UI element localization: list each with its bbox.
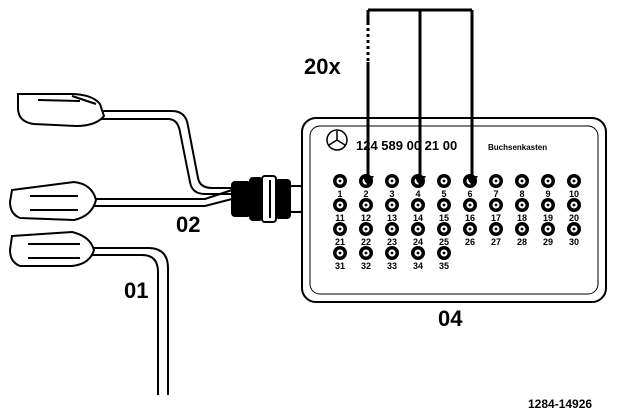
socket-label-26: 26 [465,237,475,247]
callout-multiplier: 20x [304,54,341,79]
socket-10: 10 [567,174,581,199]
socket-label-19: 19 [543,213,553,223]
socket-17: 17 [489,198,503,223]
socket-label-27: 27 [491,237,501,247]
socket-label-11: 11 [335,213,345,223]
socket-16: 16 [463,198,477,223]
socket-label-1: 1 [337,189,342,199]
socket-7: 7 [489,174,503,199]
socket-27: 27 [489,222,503,247]
probe-clip-middle [8,180,98,222]
socket-35: 35 [437,246,451,271]
callout-box-04: 04 [438,306,463,331]
socket-label-7: 7 [493,189,498,199]
socket-label-9: 9 [545,189,550,199]
socket-box-outline [301,117,607,303]
socket-label-20: 20 [569,213,579,223]
socket-34: 34 [411,246,425,271]
socket-label-31: 31 [335,261,345,271]
socket-label-10: 10 [569,189,579,199]
lead-arrowheads [362,176,478,186]
socket-26: 26 [463,222,477,247]
socket-label-17: 17 [491,213,501,223]
socket-label-29: 29 [543,237,553,247]
cable-02 [84,110,234,207]
socket-20: 20 [567,198,581,223]
socket-5: 5 [437,174,451,199]
socket-30: 30 [567,222,581,247]
socket-33: 33 [385,246,399,271]
plug-connector [231,175,303,223]
probe-clip-top [17,93,106,128]
socket-label-13: 13 [387,213,397,223]
socket-22: 22 [359,222,373,247]
three-pointed-star-icon [326,129,348,151]
socket-label-12: 12 [361,213,371,223]
socket-label-33: 33 [387,261,397,271]
socket-label-3: 3 [389,189,394,199]
socket-23: 23 [385,222,399,247]
socket-label-24: 24 [413,237,423,247]
socket-label-8: 8 [519,189,524,199]
socket-label-22: 22 [361,237,371,247]
socket-11: 11 [333,198,347,223]
socket-label-25: 25 [439,237,449,247]
socket-label-30: 30 [569,237,579,247]
socket-14: 14 [411,198,425,223]
callout-cable-01: 01 [124,278,148,303]
socket-9: 9 [541,174,555,199]
socket-25: 25 [437,222,451,247]
socket-label-14: 14 [413,213,423,223]
probe-clip-lower [8,230,96,267]
socket-label-18: 18 [517,213,527,223]
socket-24: 24 [411,222,425,247]
socket-label-23: 23 [387,237,397,247]
socket-32: 32 [359,246,373,271]
socket-label-32: 32 [361,261,371,271]
callout-cable-02: 02 [176,212,200,237]
socket-8: 8 [515,174,529,199]
socket-label-16: 16 [465,213,475,223]
socket-label-5: 5 [441,189,446,199]
socket-3: 3 [385,174,399,199]
socket-label-2: 2 [363,189,368,199]
socket-label-35: 35 [439,261,449,271]
box-label: Buchsenkasten [488,143,547,152]
socket-18: 18 [515,198,529,223]
socket-12: 12 [359,198,373,223]
socket-19: 19 [541,198,555,223]
socket-29: 29 [541,222,555,247]
socket-label-21: 21 [335,237,345,247]
socket-13: 13 [385,198,399,223]
cable-01 [84,247,169,395]
part-number: 124 589 00 21 00 [356,138,457,153]
test-leads [366,8,474,178]
socket-1: 1 [333,174,347,199]
socket-label-34: 34 [413,261,423,271]
socket-label-6: 6 [467,189,472,199]
socket-label-28: 28 [517,237,527,247]
socket-21: 21 [333,222,347,247]
socket-label-4: 4 [415,189,420,199]
socket-31: 31 [333,246,347,271]
socket-label-15: 15 [439,213,449,223]
socket-28: 28 [515,222,529,247]
reference-code: 1284-14926 [528,397,592,411]
socket-15: 15 [437,198,451,223]
